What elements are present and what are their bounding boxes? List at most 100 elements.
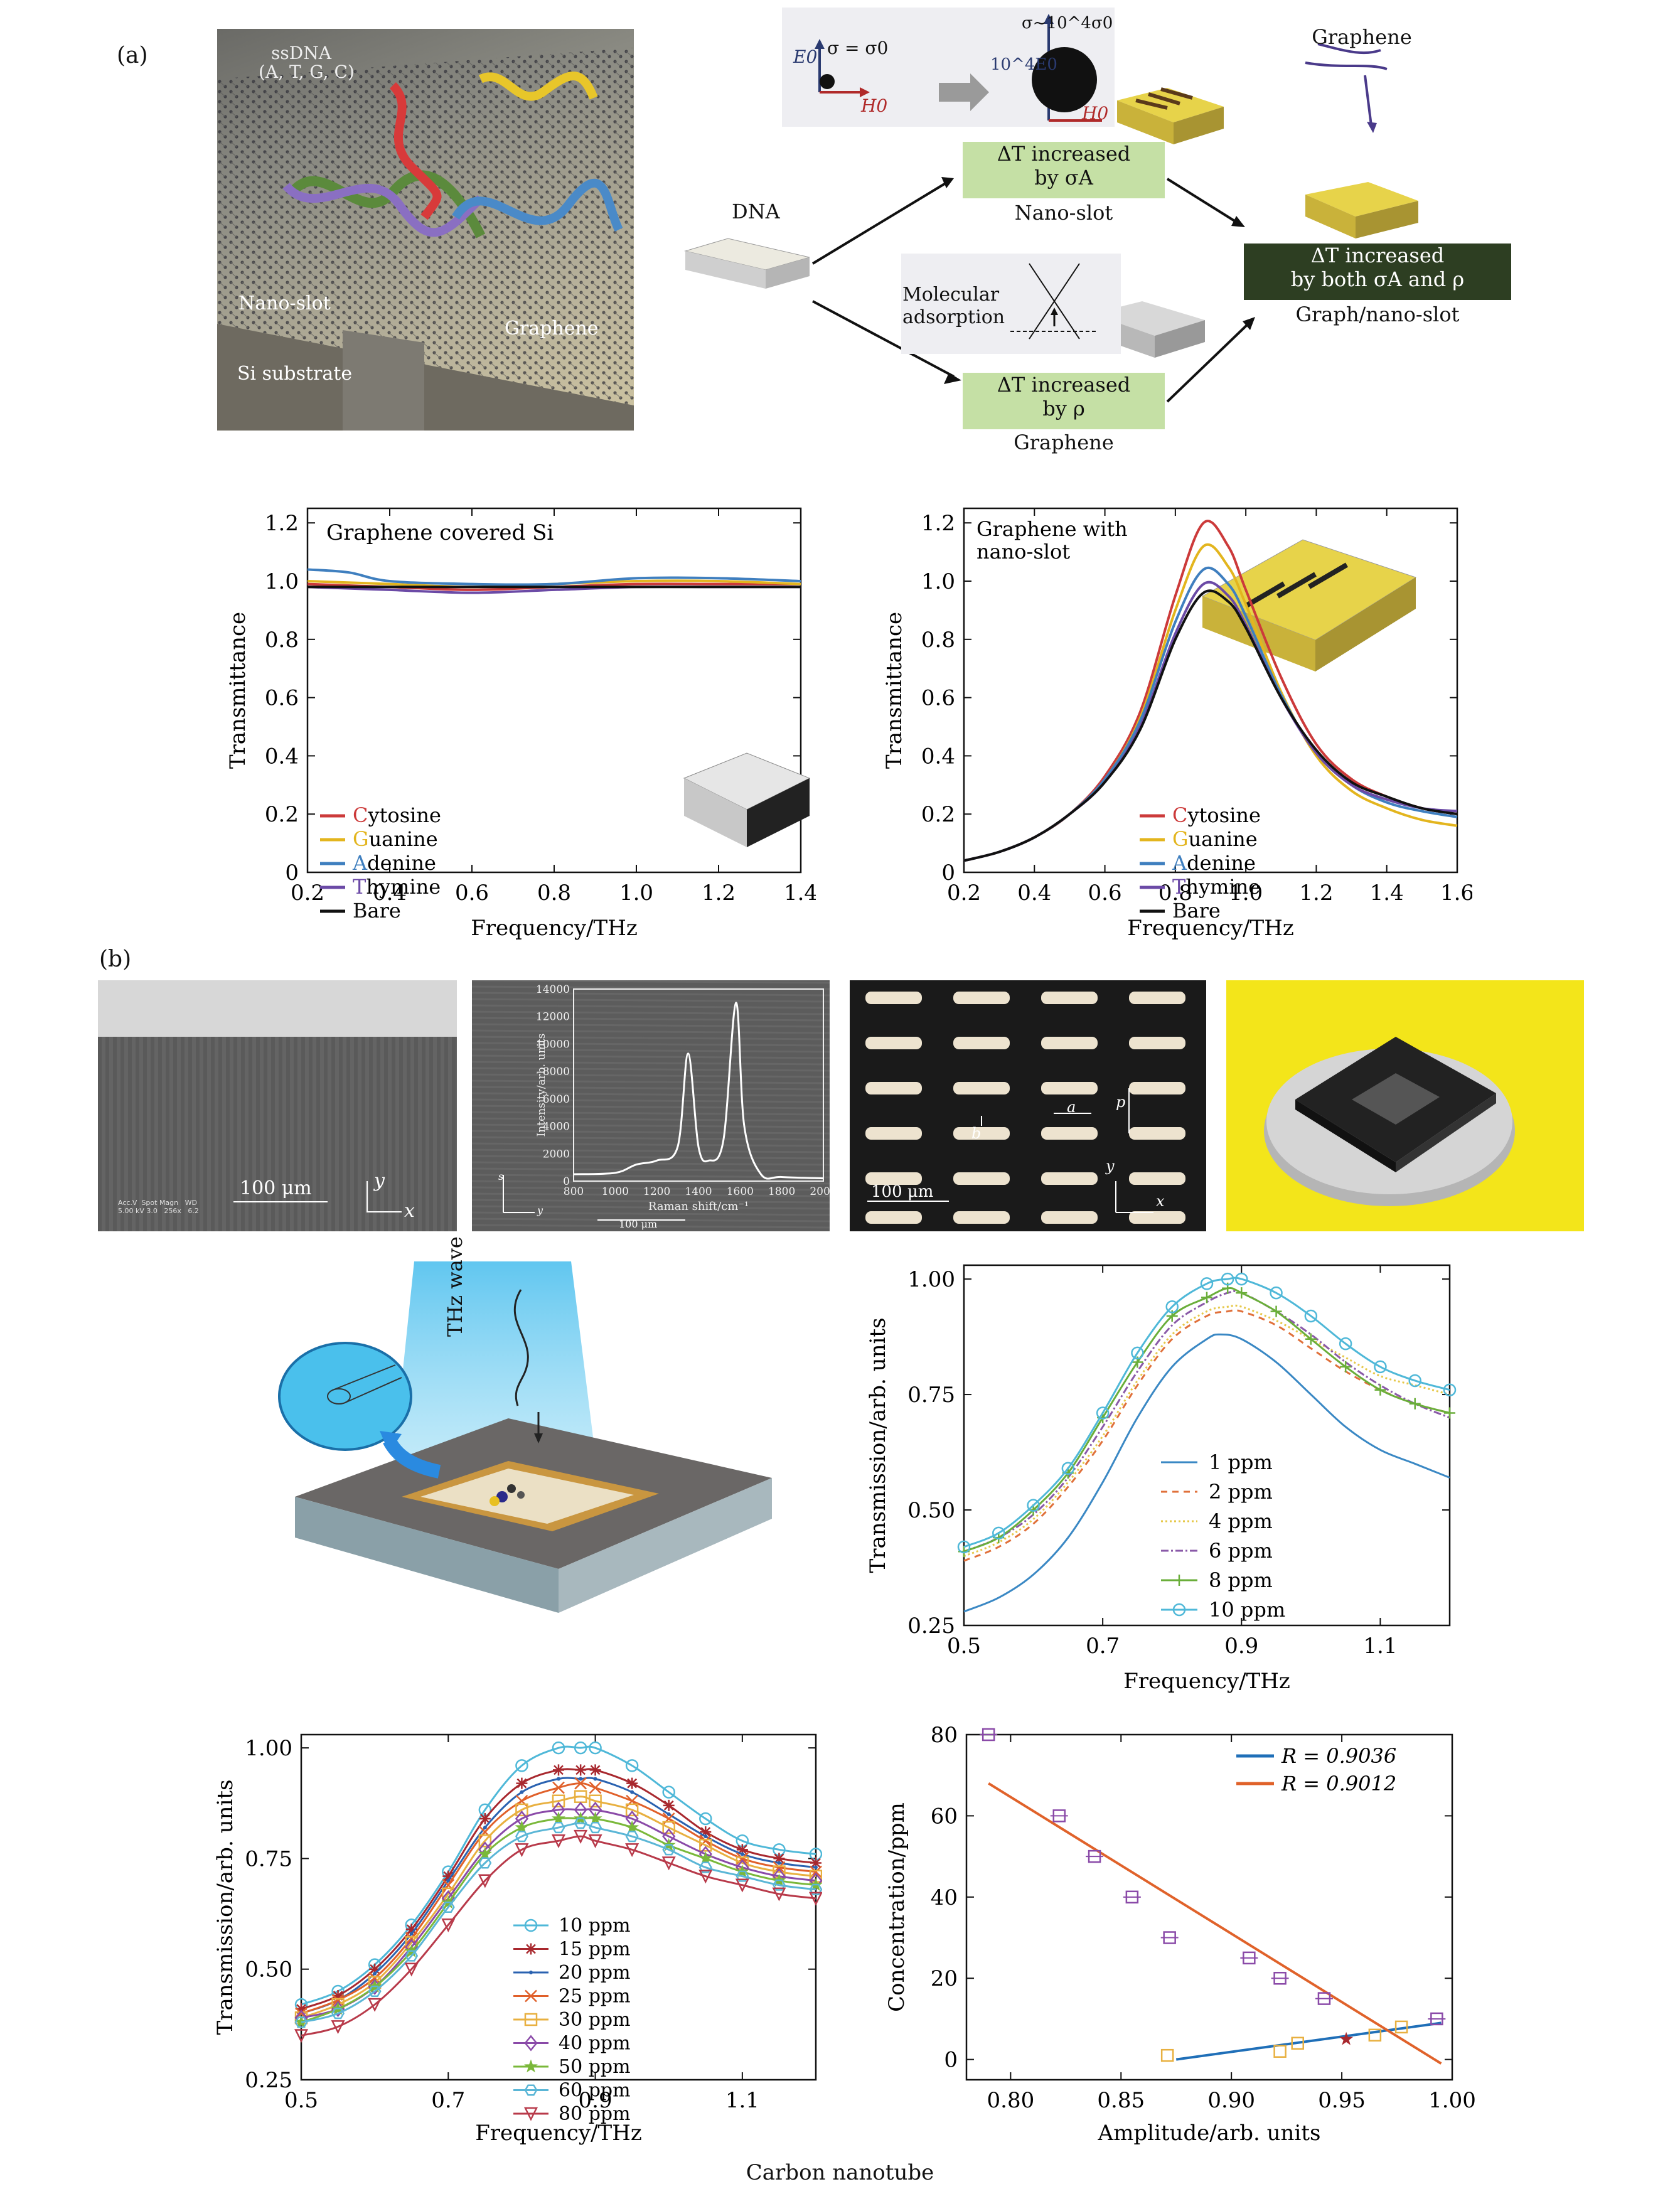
raman-y-tick: 12000 xyxy=(536,1011,570,1024)
legend-label: 10 ppm xyxy=(559,1915,631,1937)
series-marker xyxy=(1270,1305,1282,1317)
plot-frame xyxy=(963,507,1458,874)
series-marker xyxy=(625,1843,639,1858)
series-marker xyxy=(574,1829,588,1844)
nanoslot-box-line1: ΔT increased xyxy=(997,142,1131,166)
series-marker xyxy=(630,1790,634,1794)
flow-arrows xyxy=(684,43,1418,403)
raman-x-tick: 1800 xyxy=(768,1185,795,1198)
graphene-top-label: Graphene xyxy=(1312,25,1412,49)
series-marker xyxy=(405,1924,417,1935)
series-marker xyxy=(1374,1360,1387,1374)
series-marker xyxy=(1165,1300,1179,1314)
series-marker xyxy=(992,1526,1005,1540)
raman-texture xyxy=(472,1017,830,1022)
x-tick-label: 1.1 xyxy=(1363,1634,1397,1659)
x-tick-label: 0.2 xyxy=(947,880,981,906)
y-tick-label: 1.2 xyxy=(265,511,299,536)
data-point xyxy=(1394,2020,1408,2034)
series-marker xyxy=(1131,1346,1144,1360)
sem-scale-label: 100 μm xyxy=(240,1177,312,1199)
series-marker xyxy=(625,1820,639,1834)
series-line xyxy=(301,1835,816,2036)
raman-s-label: s xyxy=(498,1170,503,1182)
raman-texture xyxy=(472,1142,830,1147)
y-tick-label: 0.50 xyxy=(907,1498,955,1523)
raman-texture xyxy=(472,1167,830,1172)
series-marker xyxy=(409,1932,414,1936)
series-marker xyxy=(625,1831,639,1843)
panel-a-label: (a) xyxy=(117,43,148,68)
array-b-label: b xyxy=(971,1125,982,1142)
series-marker xyxy=(369,1963,381,1975)
bases-label: (A, T, G, C) xyxy=(259,62,355,82)
y-tick-label: 0.25 xyxy=(245,2068,292,2093)
y-axis-label: Transmission/arb. units xyxy=(213,1780,238,2035)
legend-label: 40 ppm xyxy=(559,2033,631,2055)
y-tick-label: 20 xyxy=(931,1966,958,1991)
legend-label: 30 ppm xyxy=(559,2009,631,2031)
data-point xyxy=(1160,2048,1174,2062)
slot xyxy=(1041,1211,1098,1224)
series-marker xyxy=(405,1950,419,1962)
legend-label: Guanine xyxy=(353,827,438,851)
x-tick-label: 0.6 xyxy=(455,880,489,906)
series-line xyxy=(963,1304,1450,1558)
raman-texture xyxy=(472,1067,830,1072)
series-marker xyxy=(777,1861,781,1865)
series-marker xyxy=(698,1861,712,1873)
series-marker xyxy=(735,1878,749,1893)
substrate-label: Si substrate xyxy=(237,363,353,385)
sem-x-label: x xyxy=(404,1200,415,1222)
series-marker xyxy=(574,1817,587,1829)
slot-array-micrograph: 100 μm a b p y x xyxy=(850,980,1206,1231)
series-marker xyxy=(1443,1383,1457,1396)
series-marker xyxy=(1061,1462,1075,1475)
series-marker xyxy=(1304,1309,1318,1323)
series-marker xyxy=(441,1901,455,1913)
raman-texture xyxy=(472,998,830,1003)
array-a-label: a xyxy=(1067,1098,1076,1116)
series-marker xyxy=(515,1831,528,1843)
nanoslot-label: Nano-slot xyxy=(238,292,331,314)
array-scale-label: 100 μm xyxy=(871,1182,934,1201)
series-marker xyxy=(478,1874,492,1888)
x-tick-label: 1.4 xyxy=(784,880,816,906)
series-marker xyxy=(589,1822,602,1834)
series-marker xyxy=(552,1811,565,1825)
data-point xyxy=(1317,1992,1331,2005)
raman-texture xyxy=(472,992,830,997)
series-marker xyxy=(666,1812,671,1816)
series-marker xyxy=(661,1856,676,1871)
series-marker xyxy=(1201,1292,1212,1303)
legend-marker xyxy=(524,2084,538,2096)
raman-texture xyxy=(472,1010,830,1015)
series-marker xyxy=(1340,1361,1352,1373)
legend-marker xyxy=(1174,1575,1185,1586)
series-marker xyxy=(698,1851,713,1865)
y-tick-label: 0.75 xyxy=(907,1383,955,1408)
plot-frame xyxy=(963,1264,1451,1627)
series-marker xyxy=(808,1892,822,1906)
raman-x-tick: 1600 xyxy=(727,1185,754,1198)
raman-scale-label: 100 μm xyxy=(619,1218,657,1230)
x-tick-label: 0.85 xyxy=(1097,2088,1145,2113)
y-tick-label: 1.0 xyxy=(921,569,955,594)
series-marker xyxy=(1270,1286,1283,1300)
field-inset: E0 σ = σ0 H0 σ~10^4σ0 10^4E0 H0 xyxy=(782,8,1115,127)
series-marker xyxy=(736,1844,748,1856)
legend-marker xyxy=(525,1989,537,2003)
series-marker xyxy=(740,1852,744,1856)
x-tick-label: 1.2 xyxy=(702,880,736,906)
sem-meta: Acc.V Spot Magn WD 5.00 kV 3.0 256x 6.2 xyxy=(118,1199,199,1215)
series-marker xyxy=(662,1821,675,1834)
series-line xyxy=(963,1290,1450,1553)
raman-texture xyxy=(472,1130,830,1135)
series-marker xyxy=(810,1857,821,1869)
legend-marker xyxy=(1172,1603,1186,1617)
